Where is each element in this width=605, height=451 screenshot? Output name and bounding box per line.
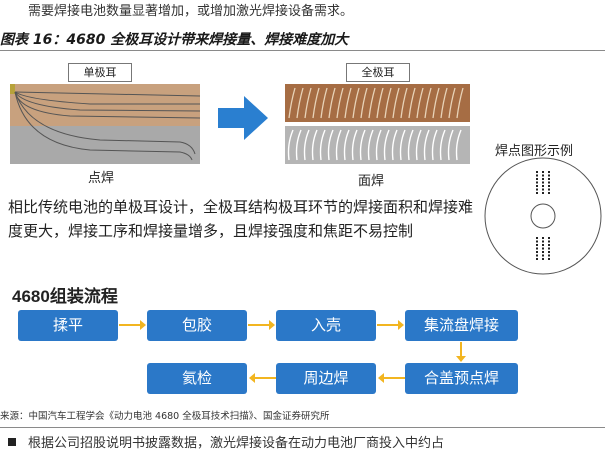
weld-pattern-center-hole [530,203,556,229]
full-tab-diagram [285,84,470,164]
flow-arrow-1 [119,320,146,330]
flow-arrow-down [456,342,466,362]
single-tab-top-layer [10,84,200,126]
flow-step-wrap: 包胶 [147,310,247,341]
flow-arrow-5 [249,373,276,383]
flow-step-flatten: 揉平 [18,310,118,341]
single-tab-bottom-layer [10,126,200,164]
paragraph-text: 根据公司招股说明书披露数据，激光焊接设备在动力电池厂商投入中约占 [28,436,445,451]
flow-step-collector-weld: 集流盘焊接 [405,310,518,341]
weld-pattern-diagram [484,157,602,275]
flow-arrow-3 [377,320,404,330]
flow-step-helium-test: 氦检 [147,363,247,394]
bullet-marker [8,438,16,446]
single-tab-label: 单极耳 [68,63,132,82]
figure-title: 图表 16：4680 全极耳设计带来焊接量、焊接难度加大 [0,32,349,48]
flow-step-cap-preweld: 合盖预点焊 [405,363,518,394]
single-tab-tab [10,84,15,94]
flow-step-insert-case: 入壳 [276,310,376,341]
full-tab-label: 全极耳 [346,63,410,82]
title-divider [0,50,605,51]
surface-weld-caption: 面焊 [358,174,385,189]
flow-arrow-2 [248,320,275,330]
source-note: 来源：中国汽车工程学会《动力电池 4680 全极耳技术扫描》、国金证券研究所 [0,411,330,422]
flow-step-perimeter-weld: 周边焊 [276,363,376,394]
figure-description: 相比传统电池的单极耳设计，全极耳结构极耳环节的焊接面积和焊接难度更大，焊接工序和… [8,198,474,240]
flow-arrow-4 [378,373,405,383]
flow-title: 4680组装流程 [12,287,118,306]
source-divider [0,427,605,428]
intro-text: 需要焊接电池数量显著增加，或增加激光焊接设备需求。 [28,4,354,19]
weld-pattern-title: 焊点图形示例 [495,144,574,159]
spot-weld-caption: 点焊 [88,171,115,186]
single-tab-diagram [10,84,200,164]
transition-arrow-icon [218,96,268,140]
